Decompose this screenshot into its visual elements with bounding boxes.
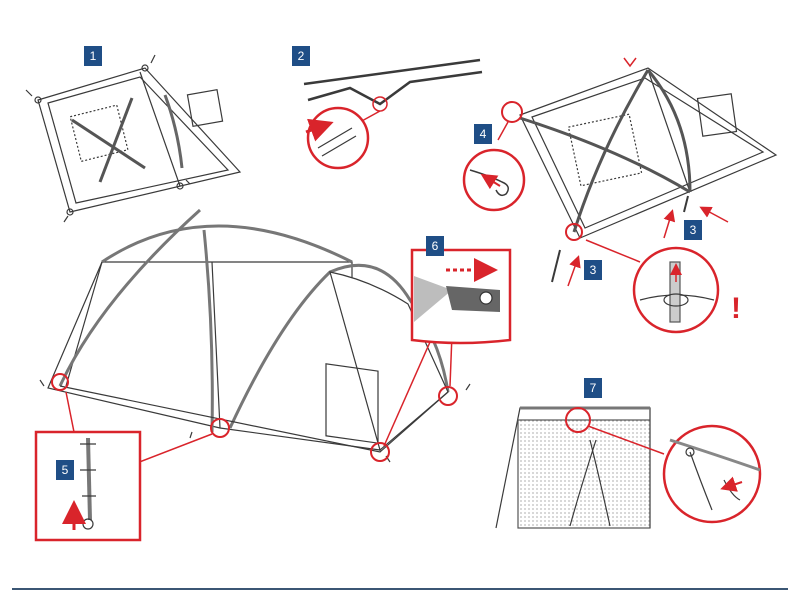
panel-2-poles <box>303 58 483 170</box>
step-2-badge: 2 <box>292 46 310 66</box>
step-4-badge: 4 <box>474 124 492 144</box>
step-7-badge: 7 <box>584 378 602 398</box>
panel-6-detail <box>410 248 512 345</box>
step-5-badge: 5 <box>56 460 74 480</box>
panel-3-pole-frame <box>462 57 778 334</box>
panel-7-inner-tent <box>495 406 762 529</box>
panel-1-flat-tent <box>25 54 242 223</box>
step-3-badge-right: 3 <box>684 220 702 240</box>
step-1-badge: 1 <box>84 46 102 66</box>
warning-exclamation: ! <box>731 292 741 325</box>
pitched-tent <box>39 208 471 469</box>
panel-5-detail <box>34 430 142 542</box>
step-6-badge: 6 <box>426 236 444 256</box>
bottom-rule <box>12 588 788 590</box>
step-3-badge-left: 3 <box>584 260 602 280</box>
